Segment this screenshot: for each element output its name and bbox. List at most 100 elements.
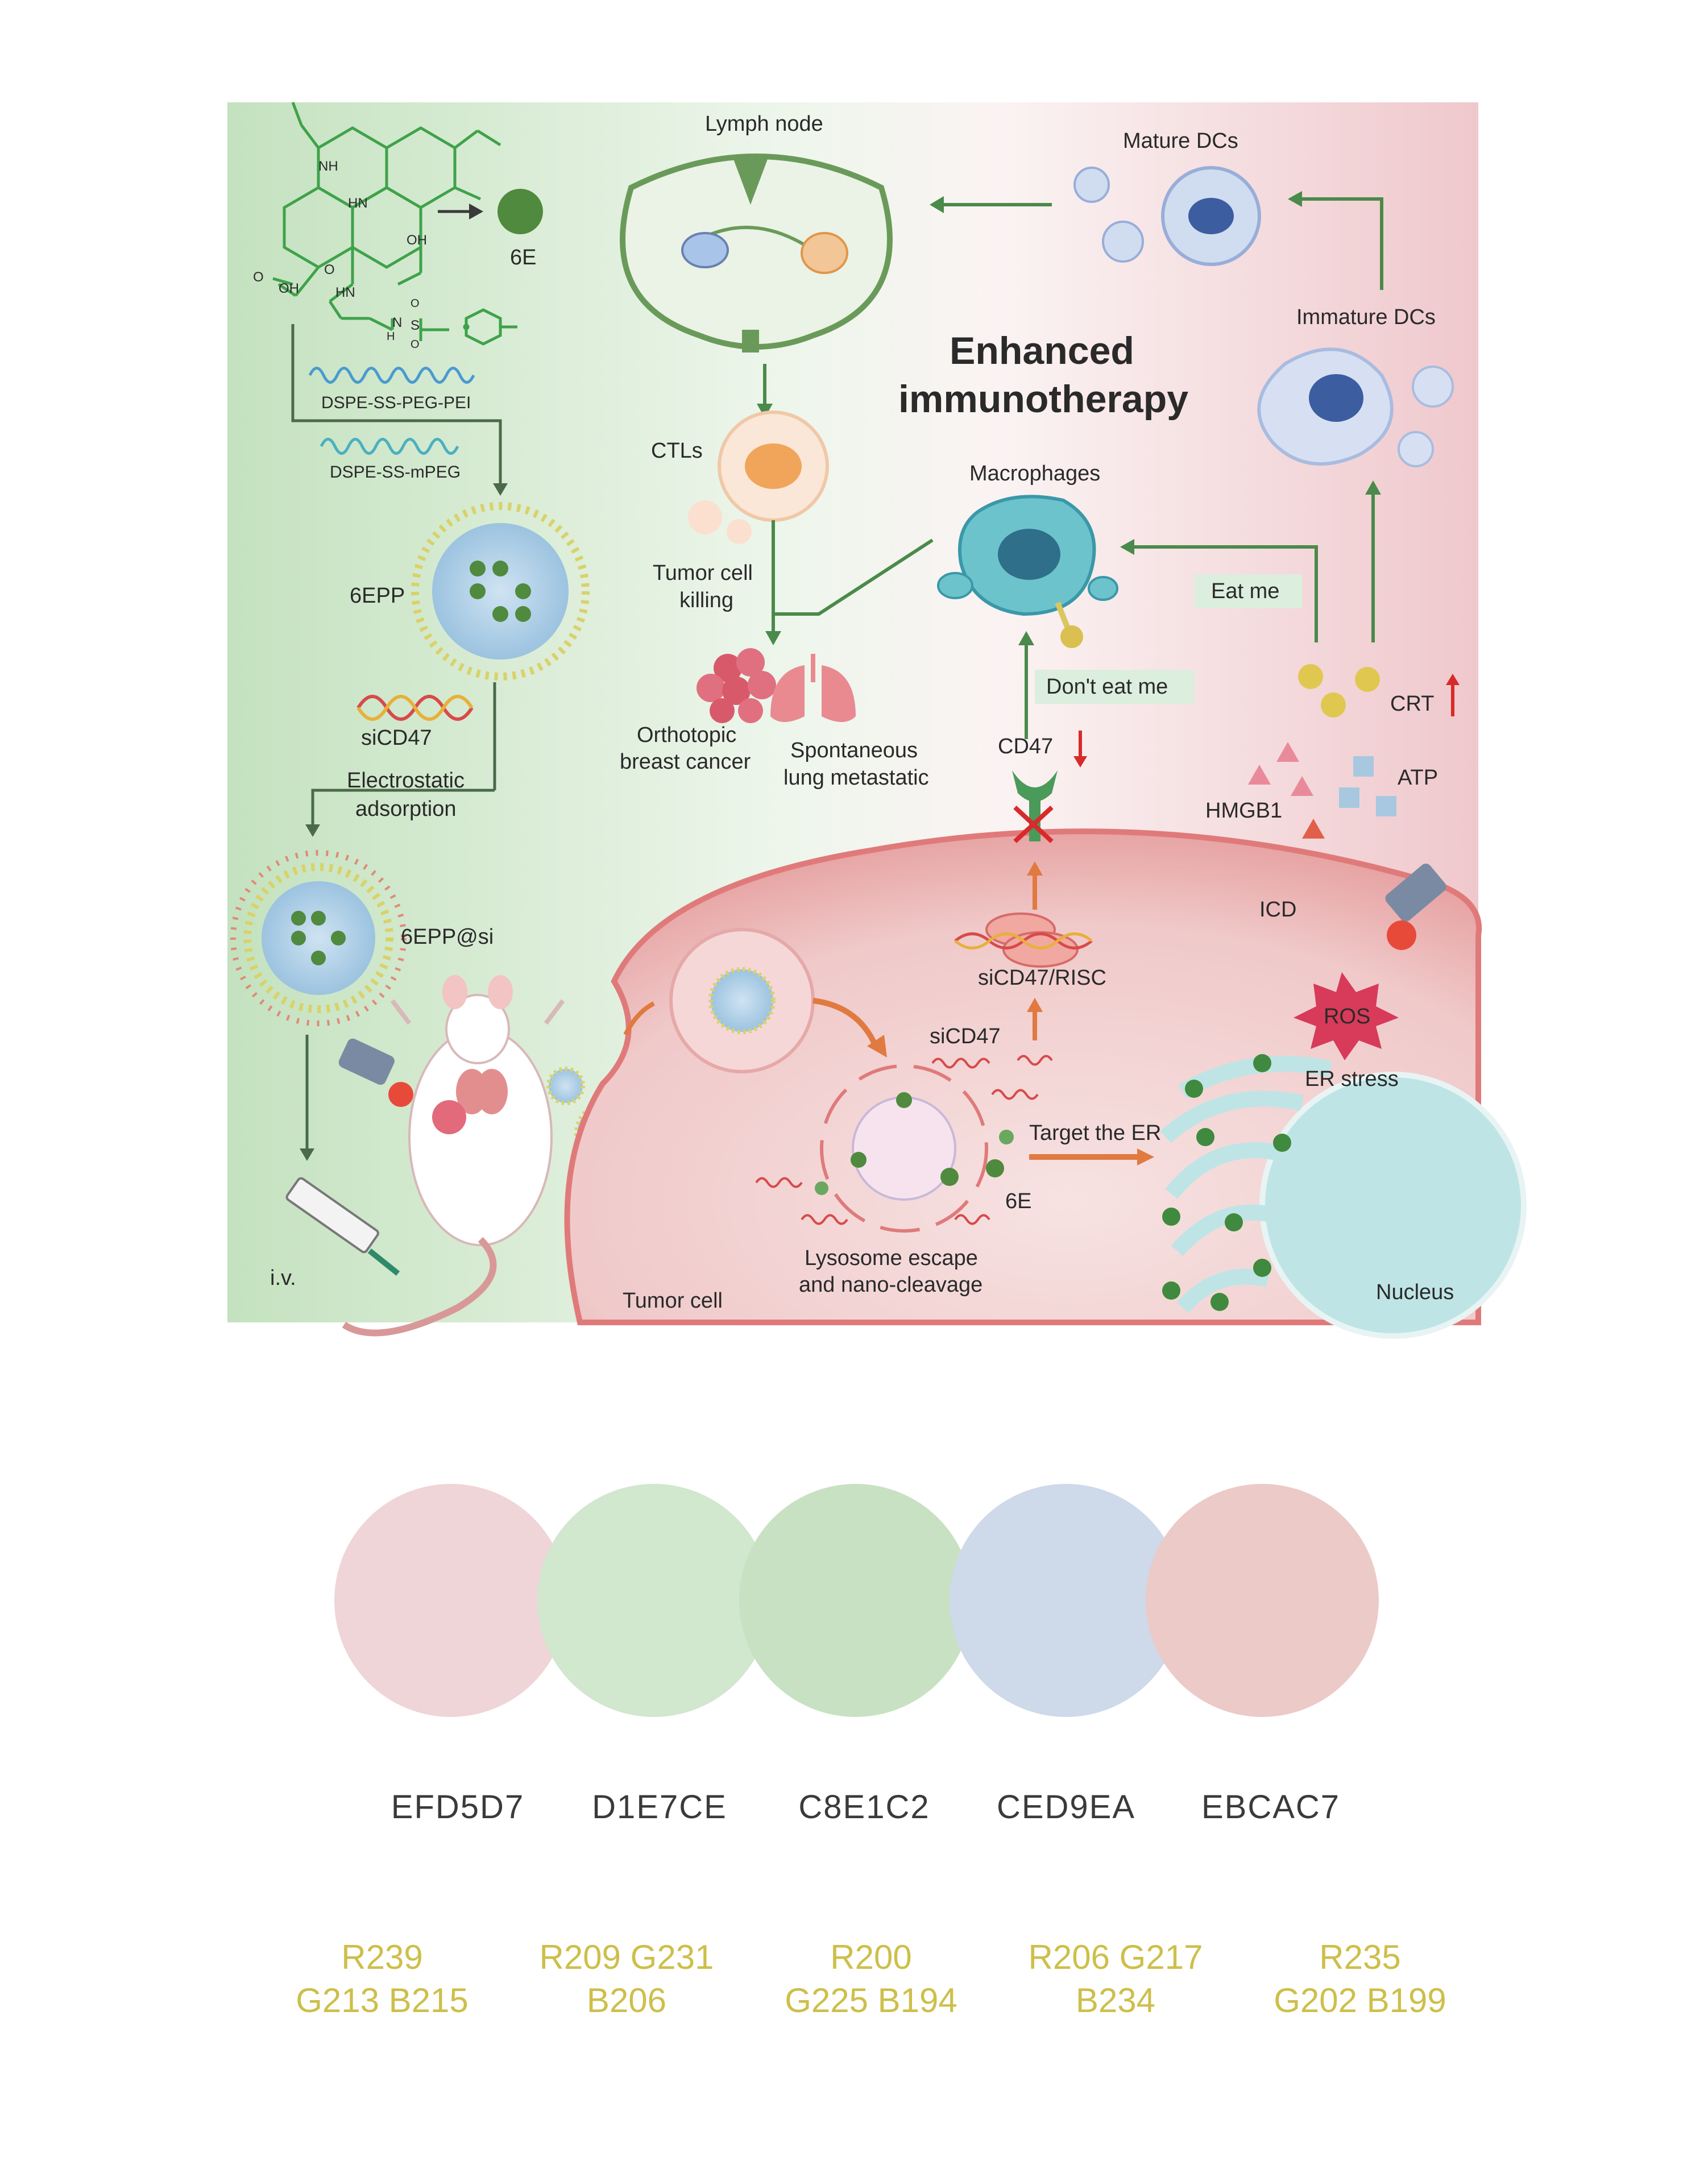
hn-label-2: HN [335,285,355,300]
laser-device-left [338,1038,413,1107]
macrophages-label: Macrophages [969,462,1100,486]
target-er-label: Target the ER [1029,1121,1161,1145]
left-flow-lines [291,324,502,1148]
arrow-head-3 [300,1148,314,1161]
lysosome-label-2: and nano-cleavage [799,1273,982,1297]
arrow-immature-to-mature [1302,197,1383,290]
electrostatic-label-1: Electrostatic [347,769,465,793]
atp-square-1 [1353,756,1374,777]
oh-label-2: OH [279,281,299,296]
crt-dot-2 [1355,667,1380,692]
arrow-lymph-to-ctls [757,364,773,418]
orthotopic-label-1: Orthotopic [637,723,736,747]
tumor-killing-label-2: killing [679,588,733,612]
endosome-with-np [669,928,815,1073]
nh-label-1: NH [318,159,338,174]
small-np-icon-1 [546,1067,585,1105]
arrow-dcs-to-lymph [930,196,1052,213]
macrophage-cell [937,495,1118,648]
sirna-helix-4 [1017,1055,1053,1066]
arrow-to-6e [438,204,483,219]
six-e-center-label: 6E [1005,1189,1031,1213]
o-label-3: O [411,297,420,310]
dspe-mpeg-wave [320,438,459,455]
crt-dot-1 [1298,664,1323,689]
arrow-crt-to-immature [1365,480,1381,642]
six-e-label-top: 6E [510,246,536,269]
lymph-node-illustration [620,154,893,352]
sixepp-si-nanoparticle [230,850,407,1026]
heading-line-1: Enhanced [950,329,1134,372]
cd47-label: CD47 [998,735,1053,758]
mouse-illustration [342,975,565,1337]
h-label-1: H [387,330,395,343]
dspe-pei-wave [308,367,475,384]
crt-dot-3 [1321,692,1346,717]
iv-label: i.v. [270,1266,296,1290]
mature-dc-cells [1073,166,1261,266]
sicd47-center-label: siCD47 [930,1024,1001,1048]
ros-label: ROS [1324,1005,1370,1028]
mature-dcs-label: Mature DCs [1123,129,1238,153]
dspe-pei-label: DSPE-SS-PEG-PEI [321,393,471,412]
ctls-label: CTLs [651,439,703,463]
spontaneous-label-2: lung metastatic [783,766,929,790]
dspe-mpeg-label: DSPE-SS-mPEG [330,463,461,482]
target-er-arrow-head [1137,1148,1154,1165]
sicd47-risc-complex [954,912,1093,968]
dont-eat-me-box [1035,670,1194,704]
sirna-helix-1 [755,1177,803,1188]
orthotopic-label-2: breast cancer [620,750,751,774]
nucleus-label: Nucleus [1376,1280,1454,1304]
syringe-icon [285,1177,400,1276]
sicd47-left-label: siCD47 [361,726,432,750]
lysosome-label-1: Lysosome escape [805,1246,978,1270]
arrow-head-6 [1027,998,1043,1012]
o-label-4: O [411,338,420,351]
sirna-helix-6 [954,1214,990,1225]
laser-device-right [1385,863,1446,950]
icd-arrow-head [1302,819,1325,839]
tumor-cell-label: Tumor cell [623,1289,723,1313]
sirna-helix-3 [931,1057,990,1069]
hmgb1-triangle-3 [1291,776,1313,796]
hmgb1-label: HMGB1 [1205,799,1282,823]
arrow-eat-me [1120,539,1318,642]
eat-me-label: Eat me [1211,579,1279,603]
spontaneous-label-1: Spontaneous [790,739,918,762]
dont-eat-me-label: Don't eat me [1046,675,1168,699]
cd47-down-arrow-icon [1073,731,1087,768]
porphyrin-structure [272,102,517,346]
heading-line-2: immunotherapy [898,378,1188,421]
atp-square-3 [1376,796,1396,816]
ros-burst-icon [1294,972,1399,1060]
er-and-nucleus [1160,1054,1527,1339]
sirna-helix-5 [991,1089,1039,1100]
arrow-dont-eat-me [1018,631,1034,739]
sicd47-risc-label: siCD47/RISC [978,966,1106,990]
electrostatic-label-2: adsorption [355,797,456,821]
hmgb1-triangle-1 [1248,765,1271,785]
n-label-1: N [392,315,402,330]
lysosome-icon [815,1064,1014,1233]
er-stress-label: ER stress [1305,1067,1399,1091]
immature-dc-cells [1257,347,1454,467]
arrow-to-endosome [623,1001,655,1036]
o-label-1: O [253,269,264,285]
sixepp-label: 6EPP [350,584,405,608]
hmgb1-triangle-2 [1276,742,1299,762]
ctl-cells [688,410,829,544]
tumor-cluster-icon [697,648,776,723]
immature-dcs-label: Immature DCs [1296,305,1436,329]
sicd47-helix-left-b [356,695,474,721]
cd47-receptor-icon [1012,770,1058,843]
sirna-helix-2 [801,1214,848,1225]
eat-me-box [1194,574,1302,608]
crt-up-arrow-icon [1446,674,1460,716]
lungs-icon [770,654,856,722]
crt-label: CRT [1390,692,1434,716]
arrow-head-1 [493,483,508,496]
sixepp-nanoparticle [411,502,590,681]
arrow-head-4 [1288,191,1302,207]
